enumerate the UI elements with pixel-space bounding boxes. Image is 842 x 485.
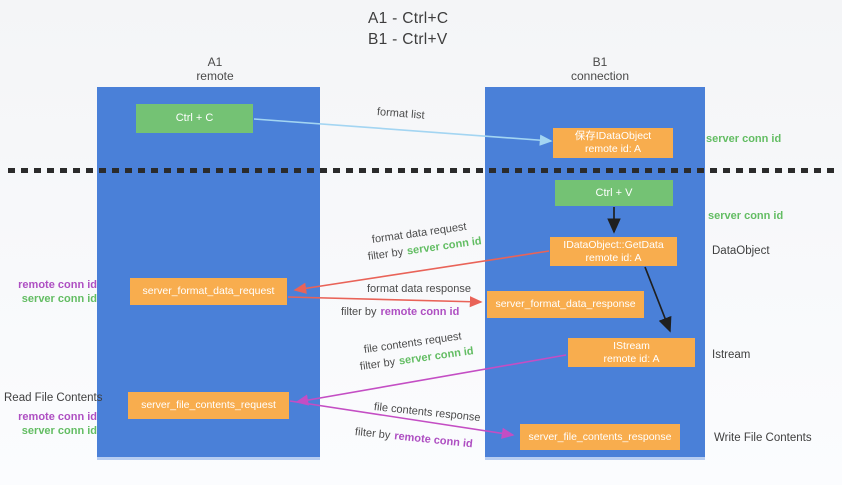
- file-request-label: server_file_contents_request: [141, 399, 276, 411]
- istream-line1: IStream: [613, 339, 650, 352]
- label-format-data-response: format data response: [367, 283, 471, 295]
- node-server-file-contents-request: server_file_contents_request: [128, 392, 289, 419]
- title-line-paste: B1 - Ctrl+V: [368, 31, 448, 48]
- lane-b-header: B1 connection: [545, 55, 655, 83]
- ctrl-v-label: Ctrl + V: [595, 186, 633, 199]
- filter-by-text: filter by: [354, 426, 391, 442]
- annotation-server-conn-id-file: server conn id: [21, 424, 97, 437]
- annotation-server-conn-id-save: server conn id: [706, 133, 782, 145]
- node-save-dataobject: 保存IDataObject remote id: A: [553, 128, 673, 158]
- annotation-dataobject: DataObject: [712, 245, 770, 257]
- node-server-format-data-response: server_format_data_response: [487, 291, 644, 318]
- label-format-list: format list: [376, 106, 426, 122]
- annotation-read-file-contents: Read File Contents: [4, 392, 103, 404]
- dotted-separator: [8, 168, 836, 173]
- ctrl-c-label: Ctrl + C: [175, 112, 214, 124]
- lane-b-role: connection: [570, 68, 630, 83]
- save-dataobject-line2: remote id: A: [584, 143, 642, 155]
- file-response-label: server_file_contents_response: [528, 430, 672, 443]
- getdata-line2: remote id: A: [585, 251, 642, 264]
- node-getdata: IDataObject::GetData remote id: A: [550, 237, 677, 266]
- annotation-istream: Istream: [712, 349, 751, 361]
- istream-line2: remote id: A: [603, 352, 660, 365]
- label-file-contents-response: file contents response: [373, 401, 482, 425]
- lane-b-name: B1: [592, 55, 608, 69]
- getdata-line1: IDataObject::GetData: [563, 238, 664, 251]
- filter-by-text: filter by: [341, 306, 377, 318]
- lane-a-name: A1: [207, 55, 223, 69]
- lane-a-role: remote: [196, 68, 234, 83]
- annotation-remote-conn-id-format: remote conn id: [18, 279, 97, 291]
- node-server-file-contents-response: server_file_contents_response: [520, 424, 680, 450]
- filter-by-text: filter by: [367, 246, 404, 263]
- annotation-conn-ids-file: remote conn id server conn id: [5, 411, 97, 438]
- annotation-server-conn-id-format: server conn id: [21, 292, 97, 305]
- node-ctrl-v: Ctrl + V: [555, 180, 673, 206]
- diagram-title: A1 - Ctrl+C B1 - Ctrl+V: [368, 8, 448, 50]
- annotation-write-file-contents: Write File Contents: [714, 432, 812, 444]
- lane-a-header: A1 remote: [160, 55, 270, 83]
- node-ctrl-c: Ctrl + C: [136, 104, 253, 133]
- filter-by-text: filter by: [359, 356, 396, 373]
- title-line-copy: A1 - Ctrl+C: [368, 10, 449, 27]
- remote-conn-id-text: remote conn id: [393, 430, 474, 451]
- format-request-label: server_format_data_request: [142, 285, 275, 297]
- format-response-label: server_format_data_response: [495, 298, 636, 310]
- node-server-format-data-request: server_format_data_request: [130, 278, 287, 305]
- annotation-conn-ids-format: remote conn id server conn id: [5, 279, 97, 306]
- remote-conn-id-text: remote conn id: [380, 306, 460, 318]
- annotation-remote-conn-id-file: remote conn id: [18, 411, 97, 423]
- save-dataobject-line1: 保存IDataObject: [574, 130, 652, 142]
- annotation-server-conn-id-paste: server conn id: [708, 210, 784, 222]
- node-istream: IStream remote id: A: [568, 338, 695, 367]
